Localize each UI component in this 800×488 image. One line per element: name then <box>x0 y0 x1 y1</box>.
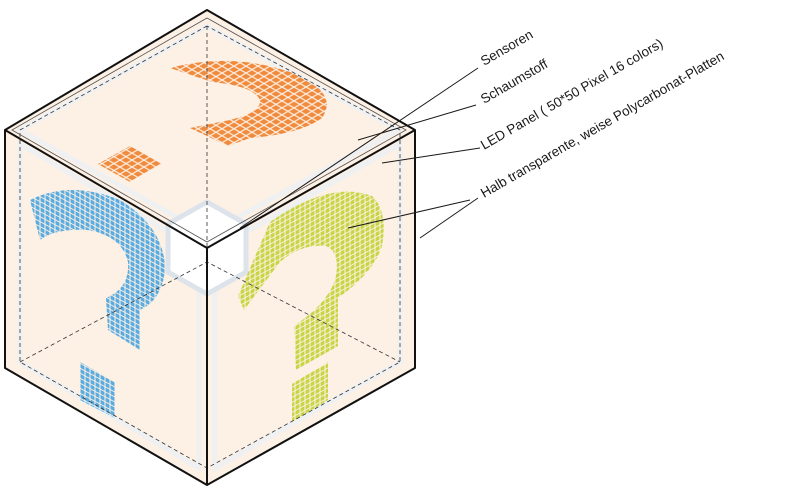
question-mark-top <box>98 60 327 182</box>
leader-lines <box>239 67 481 239</box>
question-mark-left <box>30 190 165 418</box>
cube-edges <box>4 9 416 486</box>
leader-led-panel <box>381 147 481 164</box>
leader-platten <box>347 199 471 229</box>
label-sensoren: Sensoren <box>478 27 536 69</box>
question-mark-right <box>238 191 384 422</box>
plate-outline <box>11 17 407 243</box>
leader-sensoren <box>239 67 479 229</box>
labels: Sensoren Schaumstoff LED Panel ( 50*50 P… <box>478 27 727 201</box>
leader-schaumstoff <box>357 104 477 141</box>
leader-platten-2 <box>419 197 479 239</box>
